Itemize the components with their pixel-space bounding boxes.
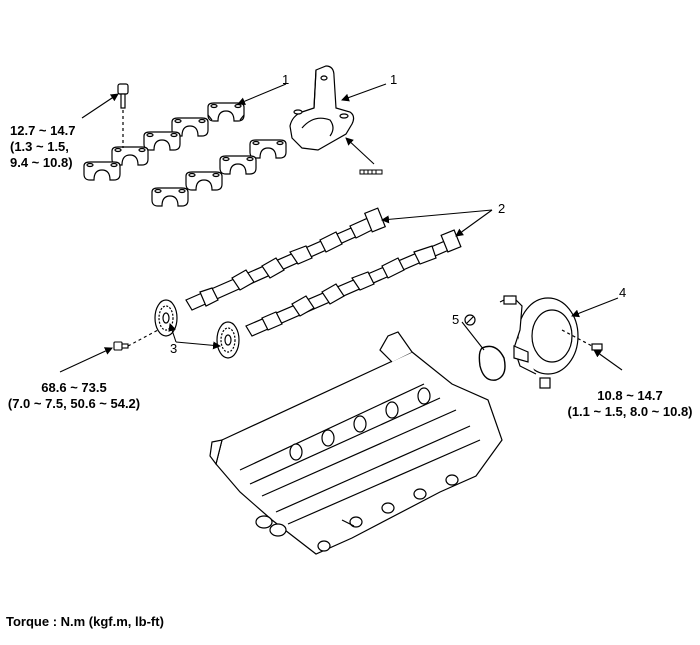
torque-value-nm: 10.8 ~ 14.7	[597, 388, 663, 403]
callout-1-front-cap: 1	[390, 72, 398, 87]
torque-value-kgfm: (1.3 ~ 1.5,	[10, 139, 69, 154]
torque-value-imperial: (7.0 ~ 7.5, 50.6 ~ 54.2)	[7, 396, 141, 411]
torque-units-legend: Torque : N.m (kgf.m, lb-ft)	[6, 614, 164, 629]
bearing-cap	[111, 146, 149, 166]
leader-1a	[237, 83, 287, 105]
leader-2b	[455, 209, 493, 237]
torque-value-lbft: 9.4 ~ 10.8)	[10, 155, 73, 170]
bearing-cap	[171, 117, 209, 137]
small-screw	[359, 169, 383, 175]
camshaft-sprocket	[154, 299, 178, 337]
leader-torque-cap	[81, 93, 119, 119]
bearing-cap	[219, 155, 257, 175]
leader-screw	[345, 137, 375, 165]
leader-1b	[341, 83, 387, 102]
callout-5-o-ring: 5	[452, 312, 460, 327]
torque-value-imperial: (1.1 ~ 1.5, 8.0 ~ 10.8)	[567, 404, 693, 419]
camshaft-bearing-caps	[83, 102, 287, 207]
leader-3b	[175, 341, 221, 350]
camshaft-exhaust	[245, 229, 462, 337]
callout-4-vacuum-pump: 4	[619, 285, 627, 300]
leader-lines	[59, 83, 623, 373]
o-ring	[478, 345, 506, 381]
cap-bolt	[117, 83, 129, 148]
bearing-cap	[185, 171, 223, 191]
sprocket-bolt	[113, 329, 159, 351]
torque-spec-pump-bolt: 10.8 ~ 14.7 (1.1 ~ 1.5, 8.0 ~ 10.8)	[566, 388, 694, 420]
bearing-cap	[207, 102, 245, 122]
camshaft-sprocket	[216, 321, 240, 359]
cylinder-head	[209, 331, 503, 555]
torque-spec-sprocket-bolt: 68.6 ~ 73.5 (7.0 ~ 7.5, 50.6 ~ 54.2)	[6, 380, 142, 412]
bearing-cap	[249, 139, 287, 159]
vacuum-pump	[499, 295, 603, 389]
bearing-cap	[151, 187, 189, 207]
leader-4	[571, 297, 619, 318]
bearing-cap	[83, 161, 121, 181]
leader-torque-sprocket	[59, 347, 113, 373]
bearing-cap	[143, 131, 181, 151]
leader-2a	[381, 209, 493, 224]
camshaft-intake	[185, 207, 387, 311]
leader-3a	[168, 323, 177, 343]
front-bearing-cap	[289, 65, 355, 151]
torque-value-nm: 68.6 ~ 73.5	[41, 380, 107, 395]
torque-value-nm: 12.7 ~ 14.7	[10, 123, 76, 138]
torque-spec-cap-bolt: 12.7 ~ 14.7 (1.3 ~ 1.5, 9.4 ~ 10.8)	[10, 123, 75, 171]
leader-torque-pump	[593, 349, 623, 371]
o-ring-small	[464, 314, 476, 326]
leader-5	[461, 321, 485, 351]
callout-1-cap: 1	[282, 72, 290, 87]
callout-2-camshafts: 2	[498, 201, 506, 216]
callout-3-sprockets: 3	[170, 341, 178, 356]
